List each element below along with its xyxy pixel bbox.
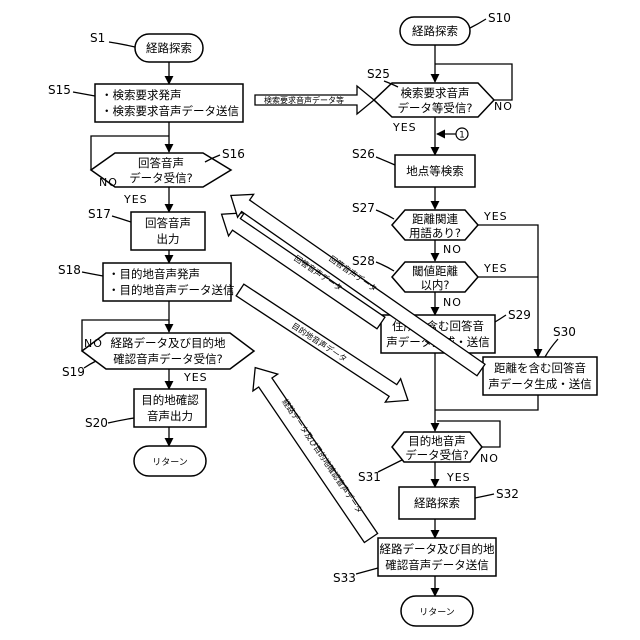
s27-no: NO — [443, 243, 462, 256]
s31-yes: YES — [446, 471, 471, 484]
s28-no: NO — [443, 296, 462, 309]
s18-line1: ・目的地音声発声 — [108, 267, 200, 281]
s17-step: S17 — [88, 207, 111, 221]
s18-line2: ・目的地音声データ送信 — [108, 283, 235, 297]
s19-no: NO — [84, 337, 103, 350]
transfer-route-label: 経路データ及び目的地確認音声データ — [280, 397, 365, 515]
s33-line1: 経路データ及び目的地 — [380, 542, 495, 556]
s32-label: 経路探索 — [414, 496, 460, 510]
s19-yes: YES — [183, 371, 208, 384]
s33-step: S33 — [333, 571, 356, 585]
s16-no: NO — [99, 176, 118, 189]
s19-line2: 確認音声データ受信? — [113, 352, 223, 366]
s27-yes: YES — [483, 210, 508, 223]
s16-step: S16 — [222, 147, 245, 161]
transfer-reply1-arrow — [214, 203, 389, 335]
s28-step: S28 — [352, 254, 375, 268]
s26-label: 地点等検索 — [406, 164, 464, 178]
s31-line2: データ受信? — [405, 448, 469, 462]
s33-line2: 確認音声データ送信 — [385, 558, 489, 572]
s30-line1: 距離を含む回答音 — [494, 361, 586, 375]
s1-step: S1 — [90, 31, 105, 45]
s28-yes: YES — [483, 262, 508, 275]
s31-no: NO — [480, 452, 499, 465]
s28-line2: 以内? — [420, 278, 449, 292]
s10-label: 経路探索 — [412, 24, 458, 38]
s27-line2: 用語あり? — [409, 226, 461, 240]
transfer-route-arrow — [243, 359, 384, 546]
s16-yes: YES — [123, 193, 148, 206]
s27-line1: 距離関連 — [412, 212, 458, 226]
s20-line1: 目的地確認 — [141, 393, 199, 407]
s31-step: S31 — [358, 470, 381, 484]
s19-step: S19 — [62, 365, 85, 379]
left-return-label: リターン — [152, 457, 188, 468]
s29-step: S29 — [508, 308, 531, 322]
s30-line2: 声データ生成・送信 — [488, 377, 592, 391]
s20-line2: 音声出力 — [147, 409, 193, 423]
s28-line1: 閾値距離 — [412, 264, 458, 278]
s27-step: S27 — [352, 201, 375, 215]
s31-line1: 目的地音声 — [408, 434, 466, 448]
s32-step: S32 — [496, 487, 519, 501]
s26-step: S26 — [352, 147, 375, 161]
s18-step: S18 — [58, 263, 81, 277]
s20-step: S20 — [85, 416, 108, 430]
s16-line2: データ受信? — [129, 171, 193, 185]
s25-yes: YES — [392, 121, 417, 134]
connector-1-label: 1 — [459, 131, 465, 141]
s15-line2: ・検索要求音声データ送信 — [101, 104, 239, 118]
s17-line1: 回答音声 — [145, 216, 191, 230]
transfer-search-request-label: 検索要求音声データ等 — [264, 95, 344, 105]
s25-no: NO — [494, 100, 513, 113]
s10-step: S10 — [488, 11, 511, 25]
right-return-label: リターン — [419, 607, 455, 618]
s25-line1: 検索要求音声 — [401, 86, 470, 100]
s16-line1: 回答音声 — [138, 156, 184, 170]
s15-step: S15 — [48, 83, 71, 97]
s30-step: S30 — [553, 325, 576, 339]
s19-line1: 経路データ及び目的地 — [111, 336, 226, 350]
s15-line1: ・検索要求発声 — [101, 88, 182, 102]
s17-line2: 出力 — [157, 232, 180, 246]
s1-label: 経路探索 — [146, 41, 192, 55]
transfer-destination-label: 目的地音声データ — [290, 320, 349, 363]
s25-line2: データ等受信? — [397, 101, 472, 115]
s25-step: S25 — [367, 67, 390, 81]
